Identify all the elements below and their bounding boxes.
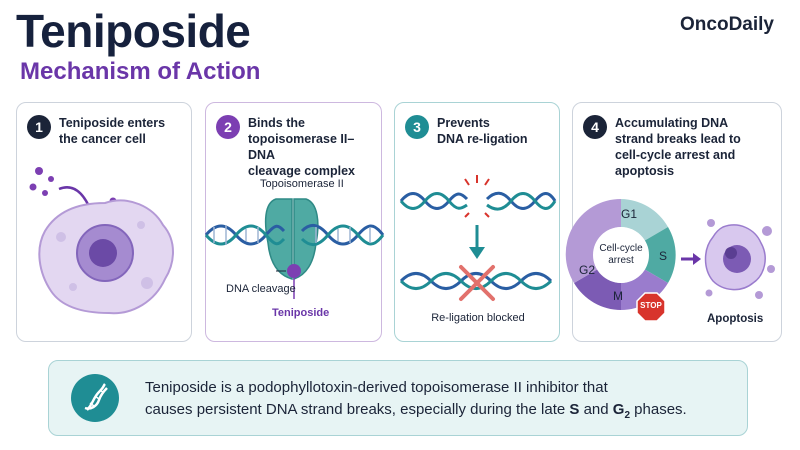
dna-badge-icon	[71, 374, 119, 422]
arrow-right-icon	[681, 253, 701, 265]
teniposide-molecule-icon	[287, 264, 301, 278]
summary-text: Teniposide is a podophyllotoxin-derived …	[145, 377, 687, 427]
step-3-panel: 3 Prevents DNA re-ligation	[394, 102, 560, 342]
summary-g-letter: G	[612, 401, 625, 418]
summary-g2-phase: G2	[612, 401, 631, 421]
step-2-text-line: cleavage complex	[248, 164, 356, 178]
religation-blocked-label: Re-ligation blocked	[431, 312, 525, 324]
step-3-text-line: DNA re-ligation	[437, 132, 528, 146]
step-1-text: Teniposide enters the cancer cell	[59, 115, 165, 147]
phase-g2-label: G2	[579, 263, 596, 277]
step-1-text-line: Teniposide enters	[59, 116, 166, 130]
step-4-text-line: cell-cycle arrest and	[615, 148, 736, 162]
stop-sign-icon	[636, 292, 666, 322]
topoisomerase-enzyme	[264, 198, 293, 280]
summary-box: Teniposide is a podophyllotoxin-derived …	[48, 360, 748, 436]
cell-cycle-apoptosis-illustration	[565, 198, 775, 322]
step-3-text: Prevents DNA re-ligation	[437, 115, 528, 147]
break-marks-icon	[464, 175, 490, 218]
step-3-number: 3	[405, 115, 429, 139]
drug-molecules-icon	[29, 167, 117, 205]
summary-g-subscript: 2	[624, 410, 631, 421]
brand-logo: OncoDaily	[680, 14, 774, 35]
broken-dna-helix-icon	[399, 191, 557, 211]
step-3-text-line: Prevents	[437, 116, 490, 130]
phase-m-label: M	[613, 289, 623, 303]
summary-text-part: phases.	[630, 401, 687, 418]
step-1-text-line: the cancer cell	[59, 132, 146, 146]
step-4-text: Accumulating DNA strand breaks lead to c…	[615, 115, 741, 179]
stop-sign-label: STOP	[640, 301, 662, 310]
step-4-number: 4	[583, 115, 607, 139]
phase-s-label: S	[659, 249, 668, 263]
step-1-panel: 1 Teniposide enters the cancer cell	[16, 102, 192, 342]
cell-cycle-center-label: Cell-cycle arrest	[593, 243, 649, 267]
step-1-number: 1	[27, 115, 51, 139]
step-4-text-line: apoptosis	[615, 164, 675, 178]
step-2-text-line: topoisomerase II–DNA	[248, 132, 355, 162]
step-2-panel: 2 Binds the topoisomerase II–DNA cleavag…	[204, 102, 385, 342]
phase-g1-label: G1	[621, 207, 638, 221]
cancer-cell-illustration	[29, 167, 174, 315]
topoisomerase-label: Topoisomerase II	[260, 178, 344, 190]
cell-cycle-center-line: arrest	[608, 255, 634, 266]
summary-line-1: Teniposide is a podophyllotoxin-derived …	[145, 379, 608, 396]
dna-helix-icon	[399, 272, 553, 290]
dna-cleavage-label: DNA cleavage	[226, 283, 296, 295]
summary-text-part: and	[579, 401, 613, 418]
step-4-text-line: strand breaks lead to	[615, 132, 741, 146]
topoisomerase-dna-complex-illustration	[204, 198, 385, 299]
religation-blocked-illustration	[399, 175, 557, 301]
down-arrow-icon	[469, 225, 485, 259]
step-4-panel: 4 Accumulating DNA strand breaks lead to…	[565, 102, 782, 342]
step-2-text-line: Binds the	[248, 116, 305, 130]
step-2-number: 2	[216, 115, 240, 139]
dna-helix-icon	[204, 224, 385, 246]
summary-s-phase: S	[569, 401, 580, 418]
blocked-x-icon	[459, 265, 495, 301]
summary-text-part: causes persistent DNA strand breaks, esp…	[145, 401, 570, 418]
step-4-text-line: Accumulating DNA	[615, 116, 729, 130]
teniposide-label: Teniposide	[272, 307, 330, 319]
cell-cycle-center-line: Cell-cycle	[599, 243, 643, 254]
apoptosis-label: Apoptosis	[707, 313, 764, 325]
step-2-text: Binds the topoisomerase II–DNA cleavage …	[248, 115, 381, 179]
cell-cycle-ring	[565, 198, 676, 310]
summary-line-2: causes persistent DNA strand breaks, esp…	[145, 399, 687, 427]
apoptotic-cell-icon	[704, 219, 775, 299]
page-title: Teniposide	[16, 5, 251, 57]
page-subtitle: Mechanism of Action	[20, 58, 261, 85]
